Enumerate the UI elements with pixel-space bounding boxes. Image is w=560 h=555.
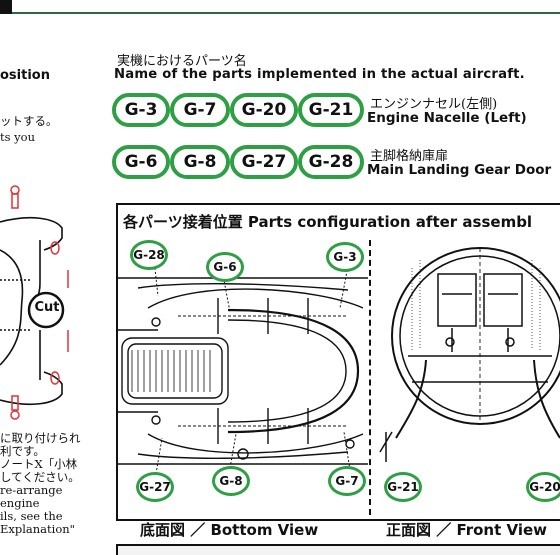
view-separator: [369, 240, 371, 515]
part-badge-g8: G-8: [170, 145, 230, 179]
callout-g6: G-6: [206, 252, 244, 282]
front-view-label: 正面図 ／ Front View: [386, 521, 548, 539]
callout-g3: G-3: [326, 242, 364, 272]
cut-label: Cut: [34, 300, 60, 315]
top-left-marker: [0, 0, 12, 14]
part-name-en: Engine Nacelle (Left): [367, 110, 527, 126]
position-heading-fragment: osition: [0, 68, 50, 83]
part-badge-g7: G-7: [170, 93, 230, 127]
left-text-line: 利です。: [0, 444, 45, 458]
left-text-line: ts you: [0, 130, 36, 144]
callout-g27: G-27: [136, 472, 174, 502]
left-text-line: re-arrange: [0, 483, 63, 497]
part-name-en: Main Landing Gear Door: [367, 162, 552, 178]
callout-g8: G-8: [212, 466, 250, 496]
left-text-line: に取り付けられ: [0, 431, 81, 445]
left-text-line: ils, see the: [0, 509, 63, 523]
left-text-line: ノートX「小林: [0, 457, 78, 471]
left-text-line: ットする。: [0, 114, 58, 128]
front-view-drawing: [379, 247, 560, 462]
left-text-line: engine: [0, 496, 40, 510]
part-badge-g6: G-6: [112, 145, 170, 179]
left-text-line: Explanation": [0, 522, 75, 536]
callout-g20: G-20: [526, 472, 560, 502]
callout-g28: G-28: [130, 240, 168, 270]
diagram-title: 各パーツ接着位置 Parts configuration after assem…: [123, 213, 533, 231]
parts-title-en: Name of the parts implemented in the act…: [114, 67, 525, 82]
bottom-view-label: 底面図 ／ Bottom View: [140, 521, 319, 539]
part-badge-g20: G-20: [230, 93, 298, 127]
top-frame-border: [0, 0, 560, 14]
nacelle-cut-diagram: [0, 185, 69, 420]
bottom-view-drawing: [118, 259, 368, 475]
part-badge-g21: G-21: [298, 93, 364, 127]
parts-title-jp: 実機におけるパーツ名: [117, 54, 247, 69]
part-badge-g3: G-3: [112, 93, 170, 127]
callout-g21: G-21: [384, 472, 422, 502]
left-text-line: してください。: [0, 470, 80, 484]
part-badge-g28: G-28: [298, 145, 364, 179]
callout-g7: G-7: [328, 466, 366, 496]
part-badge-g27: G-27: [230, 145, 298, 179]
part-name-jp: 主脚格納庫扉: [370, 149, 449, 164]
next-panel-edge: [116, 544, 560, 555]
part-name-jp: エンジンナセル(左側): [370, 97, 498, 112]
